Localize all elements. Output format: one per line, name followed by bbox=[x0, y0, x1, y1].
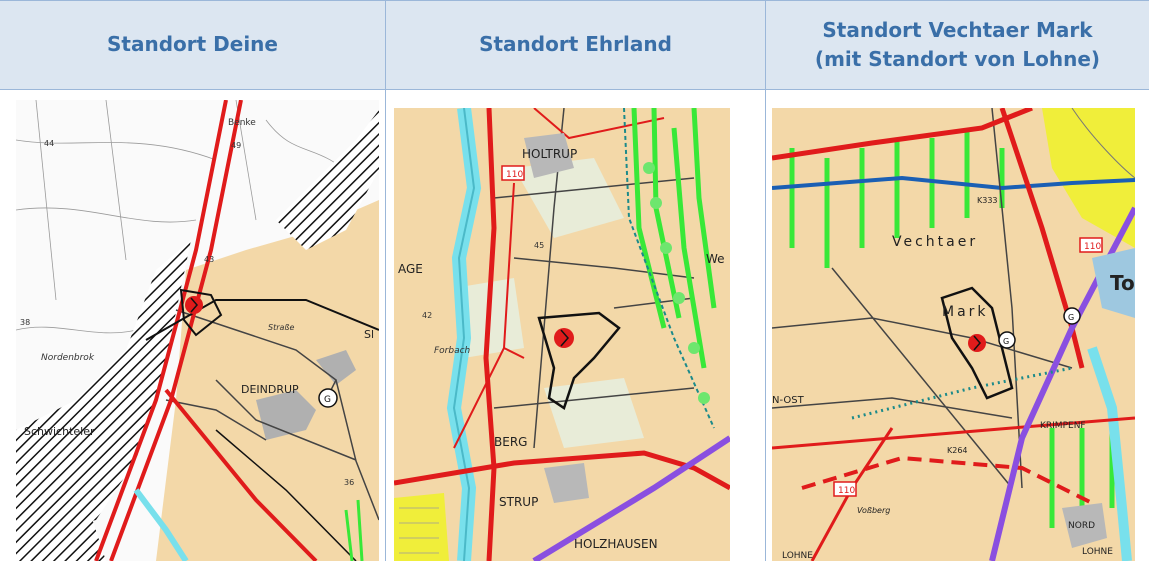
column-title-ehrland: Standort Ehrland bbox=[479, 32, 672, 56]
label-street: Straße bbox=[268, 323, 294, 332]
label-road-110-a: 110 bbox=[1084, 242, 1101, 252]
label-badge-g2: G bbox=[1068, 313, 1074, 322]
label-badge-g: G bbox=[324, 395, 331, 405]
label-road-110-b: 110 bbox=[838, 486, 855, 496]
badge-g-icon bbox=[1063, 307, 1081, 325]
label-deindrup: DEINDRUP bbox=[241, 383, 299, 396]
label-strup: STRUP bbox=[499, 495, 538, 509]
column-divider-1 bbox=[385, 0, 386, 561]
label-elev-44: 44 bbox=[44, 139, 54, 148]
column-header-vechtaer-mark: Standort Vechtaer Mark (mit Standort von… bbox=[766, 0, 1149, 89]
badge-g-icon bbox=[318, 388, 338, 408]
label-to: To bbox=[1110, 271, 1135, 295]
label-nord: NORD bbox=[1068, 521, 1095, 531]
label-holtrup: HOLTRUP bbox=[522, 147, 577, 161]
label-elev-49: 49 bbox=[231, 141, 241, 150]
label-sl: Sl bbox=[364, 328, 374, 341]
map-deine: Benke Nordenbrok DEINDRUP Schwichteler S… bbox=[16, 100, 379, 561]
label-vechtaer: Vechtaer bbox=[892, 234, 978, 250]
site-marker-icon bbox=[968, 334, 986, 352]
label-n-ost: N-OST bbox=[772, 395, 805, 406]
label-berg: BERG bbox=[494, 435, 527, 449]
map-ehrland: 110 HOLTRUP AGE We BERG STRUP HOLZHAUSEN… bbox=[394, 108, 730, 561]
label-elev-45: 45 bbox=[534, 241, 544, 250]
label-lohne: LOHNE bbox=[1082, 547, 1113, 557]
badge-g-icon bbox=[998, 331, 1016, 349]
column-title-vechtaer-line1: Standort Vechtaer Mark bbox=[822, 17, 1093, 42]
label-nordenbrok: Nordenbrok bbox=[41, 353, 95, 363]
label-elev-42: 42 bbox=[422, 311, 432, 320]
site-marker-icon bbox=[185, 296, 203, 314]
label-schwichteler: Schwichteler bbox=[24, 425, 95, 438]
label-badge-g1: G bbox=[1003, 337, 1009, 346]
column-divider-2 bbox=[765, 0, 766, 561]
table-header-row bbox=[0, 0, 1149, 90]
label-elev-38: 38 bbox=[20, 318, 30, 327]
label-k333: K333 bbox=[977, 196, 998, 205]
label-road-110: 110 bbox=[506, 170, 523, 180]
label-benke: Benke bbox=[228, 118, 256, 128]
label-k264: K264 bbox=[947, 446, 968, 455]
column-title-vechtaer-line2: (mit Standort von Lohne) bbox=[814, 46, 1101, 71]
label-we: We bbox=[706, 252, 725, 266]
column-header-deine: Standort Deine bbox=[0, 0, 385, 89]
map-vechtaer-mark: 110 110 Vechtaer Mark To N-OST KRIMPENF … bbox=[772, 108, 1135, 561]
label-mark: Mark bbox=[942, 304, 989, 320]
site-marker-icon bbox=[554, 328, 574, 348]
column-header-ehrland: Standort Ehrland bbox=[386, 0, 765, 89]
label-stream: Forbach bbox=[434, 346, 471, 356]
label-vossberg: Voßberg bbox=[857, 506, 890, 515]
label-elev-43: 43 bbox=[204, 255, 214, 264]
label-holzhausen: HOLZHAUSEN bbox=[574, 537, 658, 551]
label-age: AGE bbox=[398, 262, 423, 276]
label-krimpenf: KRIMPENF bbox=[1040, 421, 1086, 431]
label-lohne-2: LOHNE bbox=[782, 551, 813, 561]
label-elev-36: 36 bbox=[344, 478, 354, 487]
column-title-deine: Standort Deine bbox=[107, 32, 278, 56]
